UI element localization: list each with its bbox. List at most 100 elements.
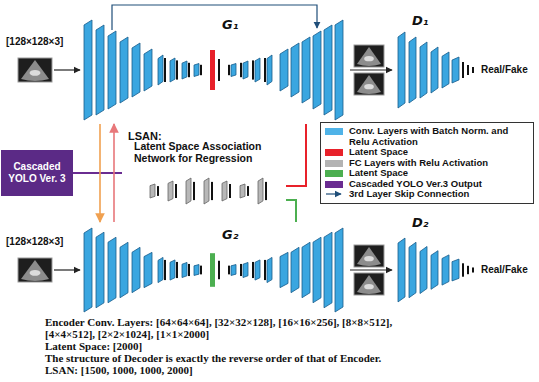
conv-layer xyxy=(442,255,449,285)
layer-bar xyxy=(252,262,254,278)
layer-bar xyxy=(264,58,266,82)
layer-bar xyxy=(188,63,190,77)
data-flow-arrow xyxy=(350,69,392,70)
layer-bar xyxy=(240,63,242,77)
legend-row: 3rd Layer Skip Connection xyxy=(325,189,529,200)
layer-bar xyxy=(462,263,464,276)
note-text: Encoder Conv. Layers: [64×64×64], [32×32… xyxy=(45,316,417,340)
legend-row: Latent Space xyxy=(325,147,529,158)
discriminator-region: D₂ xyxy=(392,212,478,314)
fc-layer xyxy=(168,181,173,201)
layer-bar xyxy=(193,182,195,200)
layer-bar xyxy=(467,65,469,75)
dimension-label: [128×128×3] xyxy=(6,236,63,248)
legend-row: Latent Space xyxy=(325,168,529,179)
latent-link xyxy=(286,200,296,222)
conv-layer xyxy=(255,260,260,280)
input-arrow xyxy=(54,69,80,70)
conv-layer xyxy=(84,228,92,312)
ultrasound-feature xyxy=(364,284,374,289)
conv-layer xyxy=(452,57,459,83)
lsan-region: LSAN:Latent Space Association Network fo… xyxy=(122,127,286,213)
notes-block: Encoder Conv. Layers: [64×64×64], [32×32… xyxy=(45,316,530,376)
legend-line-sample xyxy=(325,189,343,199)
layer-bar xyxy=(218,261,220,279)
ultrasound-image xyxy=(354,245,384,267)
conv-layer xyxy=(255,58,260,82)
ultrasound-image xyxy=(18,58,52,82)
conv-layer xyxy=(84,20,92,120)
input-arrow xyxy=(54,269,80,270)
conv-layer xyxy=(280,252,288,287)
conv-layer xyxy=(398,238,405,302)
legend-swatch xyxy=(325,170,343,177)
conv-layer xyxy=(96,25,104,115)
legend-text: Latent Space xyxy=(349,168,529,179)
conv-layer xyxy=(120,37,128,103)
output-label: Real/Fake xyxy=(481,264,528,276)
legend-row: Cascaded YOLO Ver.3 Output xyxy=(325,179,529,190)
conv-layer xyxy=(132,43,140,97)
legend-text: Latent Space xyxy=(349,147,529,158)
conv-layer xyxy=(313,31,321,109)
conv-layer xyxy=(132,247,140,292)
conv-layer xyxy=(182,61,187,79)
conv-layer xyxy=(267,55,272,85)
ultrasound-fan xyxy=(357,247,381,266)
conv-layer xyxy=(431,251,438,290)
legend-box: Conv. Layers with Batch Norm. and Relu A… xyxy=(320,122,534,204)
label-holder: [128×128×3] xyxy=(6,236,63,248)
skip-connection xyxy=(112,5,317,30)
layer-bar xyxy=(467,266,469,274)
fc-layer xyxy=(258,178,263,204)
conv-layer xyxy=(398,32,405,108)
conv-layer xyxy=(324,232,332,308)
network-name: G₁ xyxy=(222,18,238,32)
fc-layer xyxy=(240,184,245,198)
ultrasound-image xyxy=(354,73,384,95)
ultrasound-feature xyxy=(30,70,41,76)
yolo-box: Cascaded YOLO Ver. 3 xyxy=(1,150,73,196)
layer-bar xyxy=(462,62,464,78)
ultrasound-feature xyxy=(364,256,374,261)
conv-layer xyxy=(409,37,416,103)
legend-row: Conv. Layers with Batch Norm. and Relu A… xyxy=(325,126,529,147)
legend-swatch xyxy=(325,160,343,167)
network-name: G₂ xyxy=(222,228,238,242)
layer-bar xyxy=(229,184,231,198)
latent-space xyxy=(210,50,215,90)
layer-bar xyxy=(265,182,267,200)
layer-bar xyxy=(228,266,230,275)
label-holder: Real/Fake xyxy=(481,64,528,76)
box-label: Cascaded YOLO Ver. 3 xyxy=(5,161,69,185)
conv-layer xyxy=(291,247,299,292)
ultrasound-feature xyxy=(364,84,374,89)
discriminator-region: D₁ xyxy=(392,8,478,124)
ultrasound-fan xyxy=(21,60,49,81)
network-name: D₂ xyxy=(412,216,429,230)
layer-bar xyxy=(164,260,166,280)
conv-layer xyxy=(243,61,248,79)
cross-skip-connection xyxy=(99,124,101,222)
layer-bar xyxy=(176,262,178,278)
ultrasound-fan xyxy=(357,75,381,94)
conv-layer xyxy=(144,49,152,91)
conv-layer xyxy=(302,242,310,297)
legend-text: Conv. Layers with Batch Norm. and Relu A… xyxy=(349,126,529,147)
cross-skip-connection xyxy=(113,124,115,222)
conv-layer xyxy=(420,42,427,98)
note-text: LSAN: [1500, 1000, 1000, 2000] xyxy=(45,364,530,376)
layer-bar xyxy=(164,58,166,82)
conv-layer xyxy=(194,265,199,276)
conv-layer xyxy=(302,37,310,103)
legend-swatch xyxy=(325,149,343,156)
note-text: The structure of Decoder is exactly the … xyxy=(45,352,530,364)
conv-layer xyxy=(267,257,272,282)
legend-row: FC Layers with Relu Activation xyxy=(325,158,529,169)
generator-region: G₂ xyxy=(78,222,350,314)
ultrasound-feature xyxy=(30,270,41,276)
fc-layer xyxy=(150,184,155,198)
layer-bar xyxy=(218,59,220,81)
